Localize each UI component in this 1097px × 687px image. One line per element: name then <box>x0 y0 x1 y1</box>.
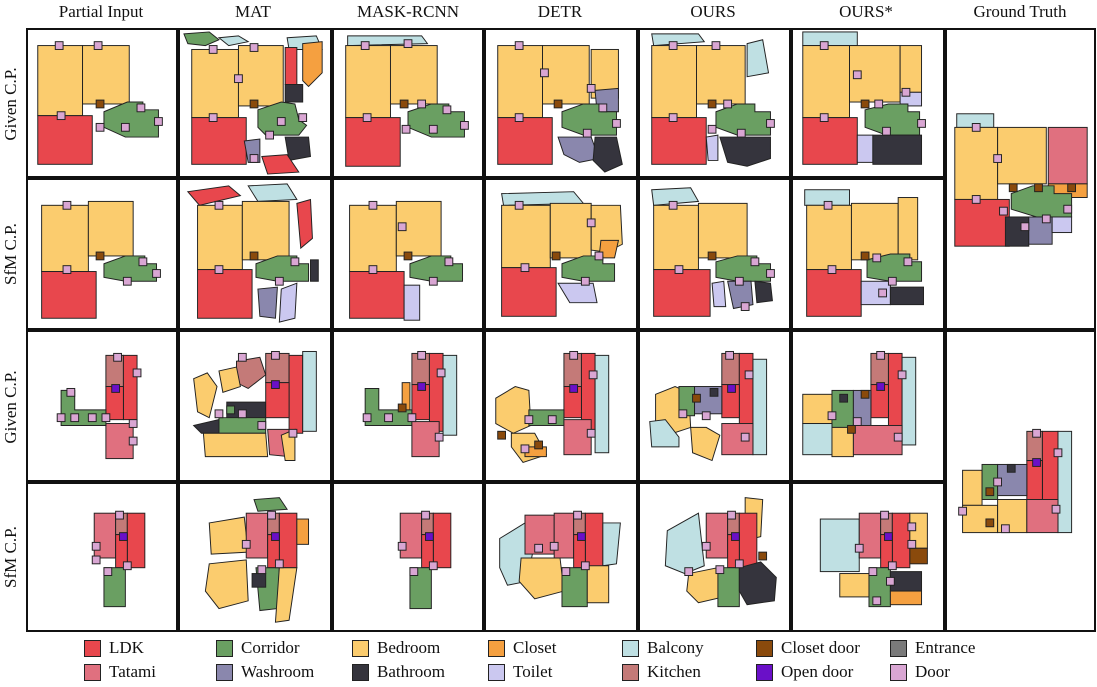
floorplan-ours-given-1 <box>638 28 791 178</box>
legend-label-ldk: LDK <box>109 638 144 657</box>
floorplan-mat-given-1 <box>178 28 332 178</box>
legend-label-closet-door: Closet door <box>781 638 860 657</box>
floorplan-detr-sfm-1 <box>484 178 638 330</box>
floorplan-detr-given-2 <box>484 330 638 482</box>
legend-item-ldk: LDK <box>84 638 144 658</box>
floorplan-partial-input-given-2 <box>26 330 178 482</box>
floorplan-partial-input-given-1 <box>26 28 178 178</box>
floorplan-ground-truth-1 <box>945 28 1096 330</box>
legend-item-corridor: Corridor <box>216 638 300 658</box>
legend-label-kitchen: Kitchen <box>647 662 701 681</box>
column-header-mask-rcnn: MASK-RCNN <box>356 2 460 21</box>
legend-label-bathroom: Bathroom <box>377 662 445 681</box>
legend-swatch-closet <box>488 639 505 657</box>
legend-swatch-door <box>890 663 907 681</box>
legend-item-kitchen: Kitchen <box>622 662 701 682</box>
column-header-ours-star: OURS* <box>839 2 893 21</box>
floorplan-ground-truth-2 <box>945 330 1096 632</box>
floorplan-mask-rcnn-sfm-1 <box>332 178 484 330</box>
floorplan-ours-given-2 <box>638 330 791 482</box>
row-label-sfm-cp-1: SfM C.P. <box>1 223 20 285</box>
legend-swatch-open-door <box>756 663 773 681</box>
floorplan-mask-rcnn-given-1 <box>332 28 484 178</box>
legend-label-tatami: Tatami <box>109 662 156 681</box>
legend-swatch-closet-door <box>756 639 773 657</box>
legend-label-toilet: Toilet <box>513 662 553 681</box>
floorplan-ours-star-given-1 <box>791 28 945 178</box>
column-header-partial-input: Partial Input <box>58 2 144 21</box>
floorplan-detr-given-1 <box>484 28 638 178</box>
row-label-given-cp-1: Given C.P. <box>1 67 20 141</box>
legend-item-door: Door <box>890 662 950 682</box>
legend-item-closet-door: Closet door <box>756 638 860 658</box>
floorplan-mask-rcnn-sfm-2 <box>332 482 484 632</box>
column-header-detr: DETR <box>537 2 583 21</box>
legend-item-washroom: Washroom <box>216 662 314 682</box>
column-header-ground-truth: Ground Truth <box>973 2 1067 21</box>
floorplan-ours-star-sfm-1 <box>791 178 945 330</box>
floorplan-detr-sfm-2 <box>484 482 638 632</box>
legend-swatch-washroom <box>216 663 233 681</box>
legend-label-open-door: Open door <box>781 662 854 681</box>
row-label-given-cp-2: Given C.P. <box>1 370 20 444</box>
legend-item-bathroom: Bathroom <box>352 662 445 682</box>
floorplan-mat-sfm-1 <box>178 178 332 330</box>
legend-swatch-bedroom <box>352 639 369 657</box>
floorplan-ours-star-sfm-2 <box>791 482 945 632</box>
row-label-sfm-cp-2: SfM C.P. <box>1 526 20 588</box>
legend-item-tatami: Tatami <box>84 662 156 682</box>
floorplan-mask-rcnn-given-2 <box>332 330 484 482</box>
column-header-ours: OURS <box>690 2 736 21</box>
legend-label-corridor: Corridor <box>241 638 300 657</box>
legend-swatch-toilet <box>488 663 505 681</box>
legend-swatch-bathroom <box>352 663 369 681</box>
legend-label-closet: Closet <box>513 638 557 657</box>
floorplan-mat-given-2 <box>178 330 332 482</box>
legend-swatch-corridor <box>216 639 233 657</box>
column-header-mat: MAT <box>235 2 271 21</box>
legend-item-balcony: Balcony <box>622 638 704 658</box>
legend-item-closet: Closet <box>488 638 556 658</box>
legend-item-entrance: Entrance <box>890 638 975 658</box>
legend-label-balcony: Balcony <box>647 638 704 657</box>
floorplan-mat-sfm-2 <box>178 482 332 632</box>
floorplan-ours-sfm-2 <box>638 482 791 632</box>
legend-swatch-entrance <box>890 639 907 657</box>
legend-item-toilet: Toilet <box>488 662 552 682</box>
floorplan-partial-input-sfm-1 <box>26 178 178 330</box>
floorplan-ours-star-given-2 <box>791 330 945 482</box>
legend-label-bedroom: Bedroom <box>377 638 441 657</box>
legend-label-entrance: Entrance <box>915 638 976 657</box>
floorplan-partial-input-sfm-2 <box>26 482 178 632</box>
legend-swatch-kitchen <box>622 663 639 681</box>
legend-label-door: Door <box>915 662 950 681</box>
legend-swatch-tatami <box>84 663 101 681</box>
legend-item-open-door: Open door <box>756 662 853 682</box>
floorplan-ours-sfm-1 <box>638 178 791 330</box>
legend-item-bedroom: Bedroom <box>352 638 440 658</box>
legend-swatch-ldk <box>84 639 101 657</box>
legend-label-washroom: Washroom <box>241 662 315 681</box>
legend-swatch-balcony <box>622 639 639 657</box>
